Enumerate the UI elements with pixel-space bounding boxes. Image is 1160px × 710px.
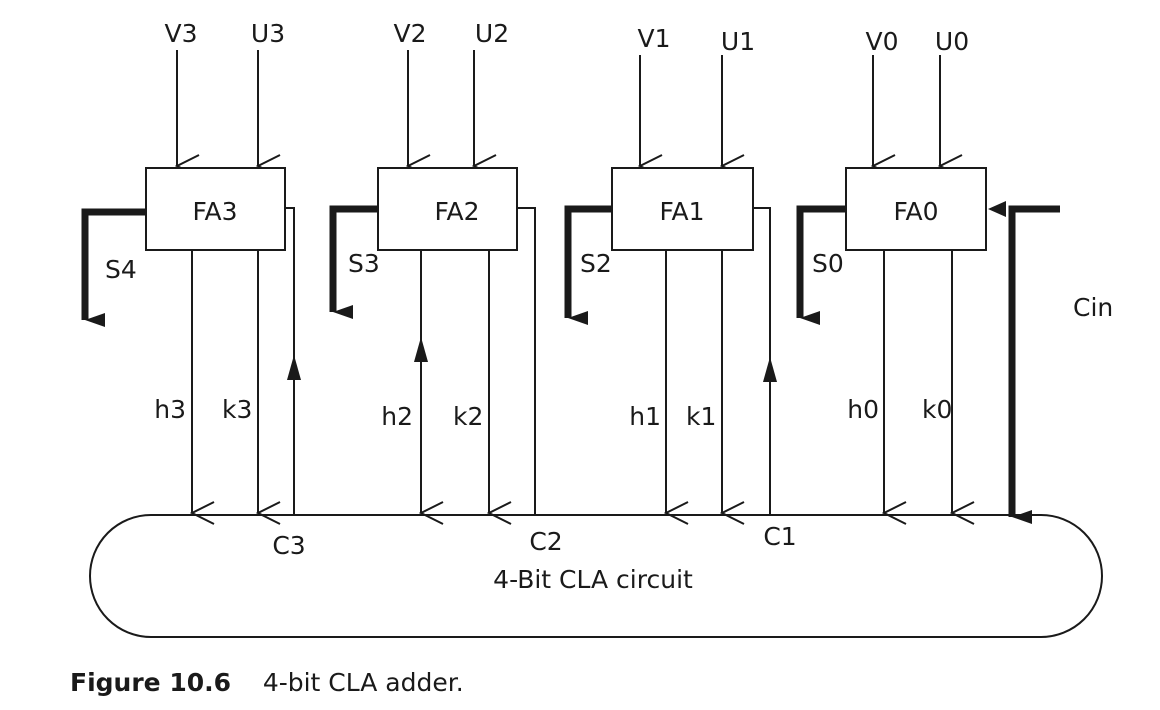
h3-label: h3: [154, 395, 186, 424]
fa1-label: FA1: [659, 197, 704, 226]
full-adder-fa3: V3 U3 FA3 S4 h3 k3: [81, 19, 301, 515]
input-v2-label: V2: [393, 19, 426, 48]
sum-s4-output: [81, 208, 146, 327]
fa0-box: [845, 167, 987, 251]
fa3-label: FA3: [192, 197, 237, 226]
k3-label: k3: [222, 395, 252, 424]
h1-label: h1: [629, 402, 661, 431]
full-adder-fa1: V1 U1 FA1 S2 h1 k1: [564, 24, 777, 515]
full-adder-fa0: V0 U0 FA0 S0 h0 k0: [796, 27, 987, 513]
carry-in-line: [1008, 205, 1060, 524]
carry-in-label: Cin: [1073, 293, 1113, 322]
cla-circuit-block: [89, 514, 1103, 638]
input-u1-label: U1: [721, 27, 755, 56]
sum-s2-output: [564, 205, 612, 325]
fa2-box: [377, 167, 518, 251]
fa3-box: [145, 167, 286, 251]
carry-in: Cin: [988, 201, 1113, 524]
input-v0-label: V0: [865, 27, 898, 56]
carry-c1-label: C1: [763, 522, 796, 551]
carry-c2-line: [517, 207, 536, 515]
cla-circuit-label: 4-Bit CLA circuit: [493, 565, 693, 594]
h2-label: h2: [381, 402, 413, 431]
sum-s0-label: S0: [812, 249, 844, 278]
k2-label: k2: [453, 402, 483, 431]
figure-caption-text: 4-bit CLA adder.: [262, 668, 464, 697]
h2-up-arrowhead: [414, 337, 428, 362]
carry-c1-line: [753, 207, 771, 515]
input-u2-label: U2: [475, 19, 509, 48]
input-v1-label: V1: [637, 24, 670, 53]
input-v3-label: V3: [164, 19, 197, 48]
k0-label: k0: [922, 395, 952, 424]
carry-c3-label: C3: [272, 531, 305, 560]
figure-number: Figure 10.6: [70, 668, 232, 697]
full-adder-fa2: V2 U2 FA2 S3 h2 k2: [329, 19, 536, 515]
sum-s3-label: S3: [348, 249, 380, 278]
cla-adder-diagram: 4-Bit CLA circuit V3 U3 FA3 S4 h3 k3 V2 …: [81, 19, 1113, 638]
input-u0-label: U0: [935, 27, 969, 56]
sum-s3-output: [329, 205, 378, 319]
h0-label: h0: [847, 395, 879, 424]
fa2-label: FA2: [434, 197, 479, 226]
sum-s0-output: [796, 205, 846, 325]
sum-s2-label: S2: [580, 249, 612, 278]
sum-s4-label: S4: [105, 255, 137, 284]
carry-c2-label: C2: [529, 527, 562, 556]
input-u3-label: U3: [251, 19, 285, 48]
carry-c1-arrowhead: [763, 357, 777, 382]
fa0-label: FA0: [893, 197, 938, 226]
carry-c3-line: [285, 207, 295, 515]
figure-caption: Figure 10.6 4-bit CLA adder.: [70, 668, 464, 697]
carry-c3-arrowhead: [287, 355, 301, 380]
carry-in-arrowhead-to-fa0: [988, 201, 1006, 217]
k1-label: k1: [686, 402, 716, 431]
